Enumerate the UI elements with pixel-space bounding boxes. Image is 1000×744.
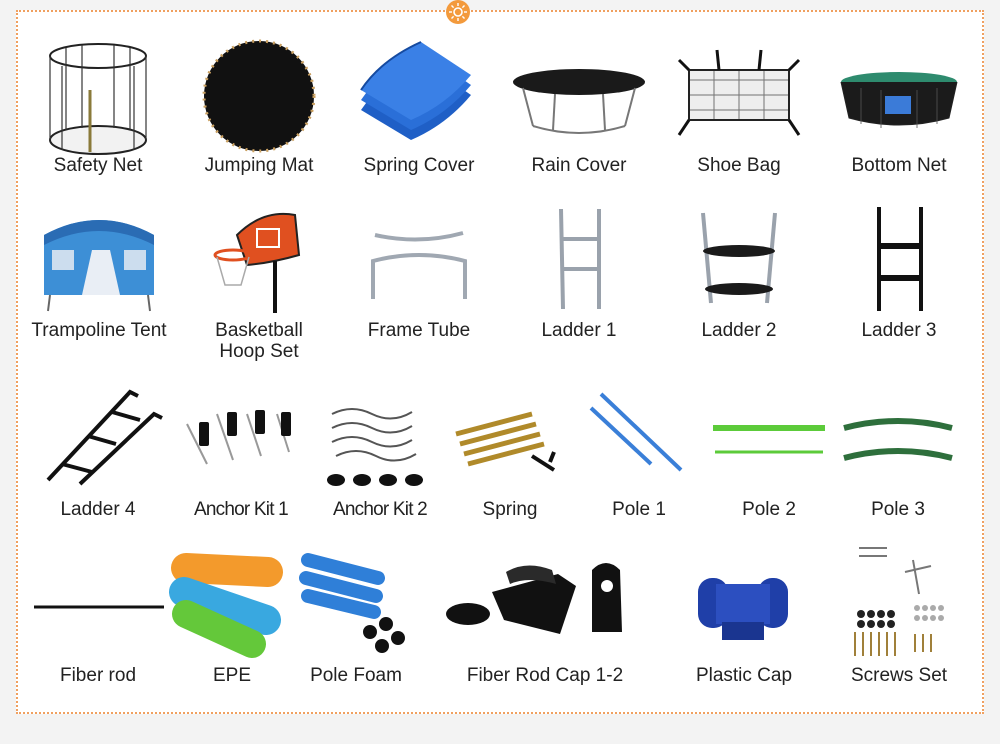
jumping-mat-icon — [202, 39, 316, 153]
pole-1-icon — [589, 392, 683, 472]
anchor-kit-1-icon — [186, 410, 291, 465]
product-ladder-3: Ladder 3 — [831, 205, 967, 345]
product-shoe-bag: Shoe Bag — [671, 40, 807, 180]
product-trampoline-tent: Trampoline Tent — [22, 205, 176, 345]
ladder-3-icon — [877, 207, 923, 311]
frame-tube-icon — [371, 231, 467, 299]
spring-cover-icon — [360, 41, 471, 140]
product-bottom-net: Bottom Net — [831, 40, 967, 180]
item-label: Bottom Net — [851, 155, 947, 176]
item-label: Frame Tube — [367, 320, 471, 341]
item-label: Pole 3 — [871, 499, 925, 520]
item-label: EPE — [212, 665, 252, 686]
basketball-hoop-icon — [213, 212, 301, 313]
item-label: Ladder 1 — [541, 320, 617, 341]
item-label: Screws Set — [850, 665, 948, 686]
ladder-4-icon — [46, 389, 163, 486]
product-jumping-mat: Jumping Mat — [191, 39, 327, 180]
product-pole-2: Pole 2 — [701, 384, 837, 524]
item-label: Pole 1 — [612, 499, 666, 520]
product-basketball-hoop: Basketball Hoop Set — [191, 205, 327, 365]
product-pole-1: Pole 1 — [571, 384, 707, 524]
anchor-kit-2-icon — [327, 408, 423, 486]
product-screws-set: Screws Set — [831, 544, 967, 690]
item-label-2: Hoop Set — [219, 341, 299, 362]
fiber-rod-icon — [34, 605, 164, 609]
item-label: Shoe Bag — [697, 155, 781, 176]
rain-cover-icon — [513, 69, 645, 134]
item-label: Pole 2 — [742, 499, 796, 520]
shoe-bag-icon — [677, 49, 801, 136]
product-safety-net: Safety Net — [30, 40, 166, 180]
product-rain-cover: Rain Cover — [511, 40, 647, 180]
item-label: Basketball — [215, 320, 303, 341]
ladder-1-icon — [559, 208, 601, 310]
item-label: Ladder 4 — [60, 499, 136, 520]
trampoline-tent-icon — [44, 220, 154, 312]
product-spring-cover: Spring Cover — [351, 40, 487, 180]
product-ladder-4: Ladder 4 — [30, 384, 166, 524]
plastic-cap-icon — [698, 578, 788, 640]
item-label: Fiber Rod Cap 1-2 — [466, 665, 624, 686]
product-ladder-2: Ladder 2 — [671, 205, 807, 345]
product-pole-3: Pole 3 — [830, 384, 966, 524]
item-label: Plastic Cap — [695, 665, 793, 686]
screws-set-icon — [854, 547, 944, 656]
product-spring: Spring — [442, 384, 578, 524]
fiber-rod-cap-icon — [446, 563, 622, 634]
sun-badge-icon — [446, 0, 470, 24]
product-fiber-rod-cap: Fiber Rod Cap 1-2 — [440, 550, 650, 690]
pole-foam-icon — [299, 553, 405, 653]
epe-icon — [169, 553, 283, 658]
pole-3-icon — [843, 418, 953, 461]
item-label: Rain Cover — [531, 155, 627, 176]
product-anchor-kit-2: Anchor Kit 2 — [312, 384, 448, 524]
item-label: Ladder 3 — [861, 320, 937, 341]
item-label: Spring — [482, 499, 538, 520]
item-label: Anchor Kit 2 — [333, 499, 428, 520]
item-label: Anchor Kit 1 — [194, 499, 289, 520]
item-label: Ladder 2 — [701, 320, 777, 341]
bottom-net-icon — [840, 72, 958, 128]
item-label: Spring Cover — [363, 155, 475, 176]
item-label: Jumping Mat — [204, 155, 314, 176]
item-label: Trampoline Tent — [31, 320, 167, 341]
item-label: Pole Foam — [310, 665, 402, 686]
product-ladder-1: Ladder 1 — [511, 205, 647, 345]
product-epe: EPE — [164, 550, 300, 690]
product-pole-foam: Pole Foam — [288, 550, 424, 690]
spring-icon — [455, 411, 556, 472]
product-plastic-cap: Plastic Cap — [676, 550, 812, 690]
product-frame-tube: Frame Tube — [351, 205, 487, 345]
ladder-2-icon — [701, 212, 777, 304]
pole-2-icon — [713, 425, 825, 454]
item-label: Safety Net — [53, 155, 143, 176]
product-fiber-rod: Fiber rod — [30, 550, 166, 690]
product-anchor-kit-1: Anchor Kit 1 — [173, 384, 309, 524]
item-label: Fiber rod — [59, 665, 137, 686]
safety-net-icon — [49, 43, 147, 155]
